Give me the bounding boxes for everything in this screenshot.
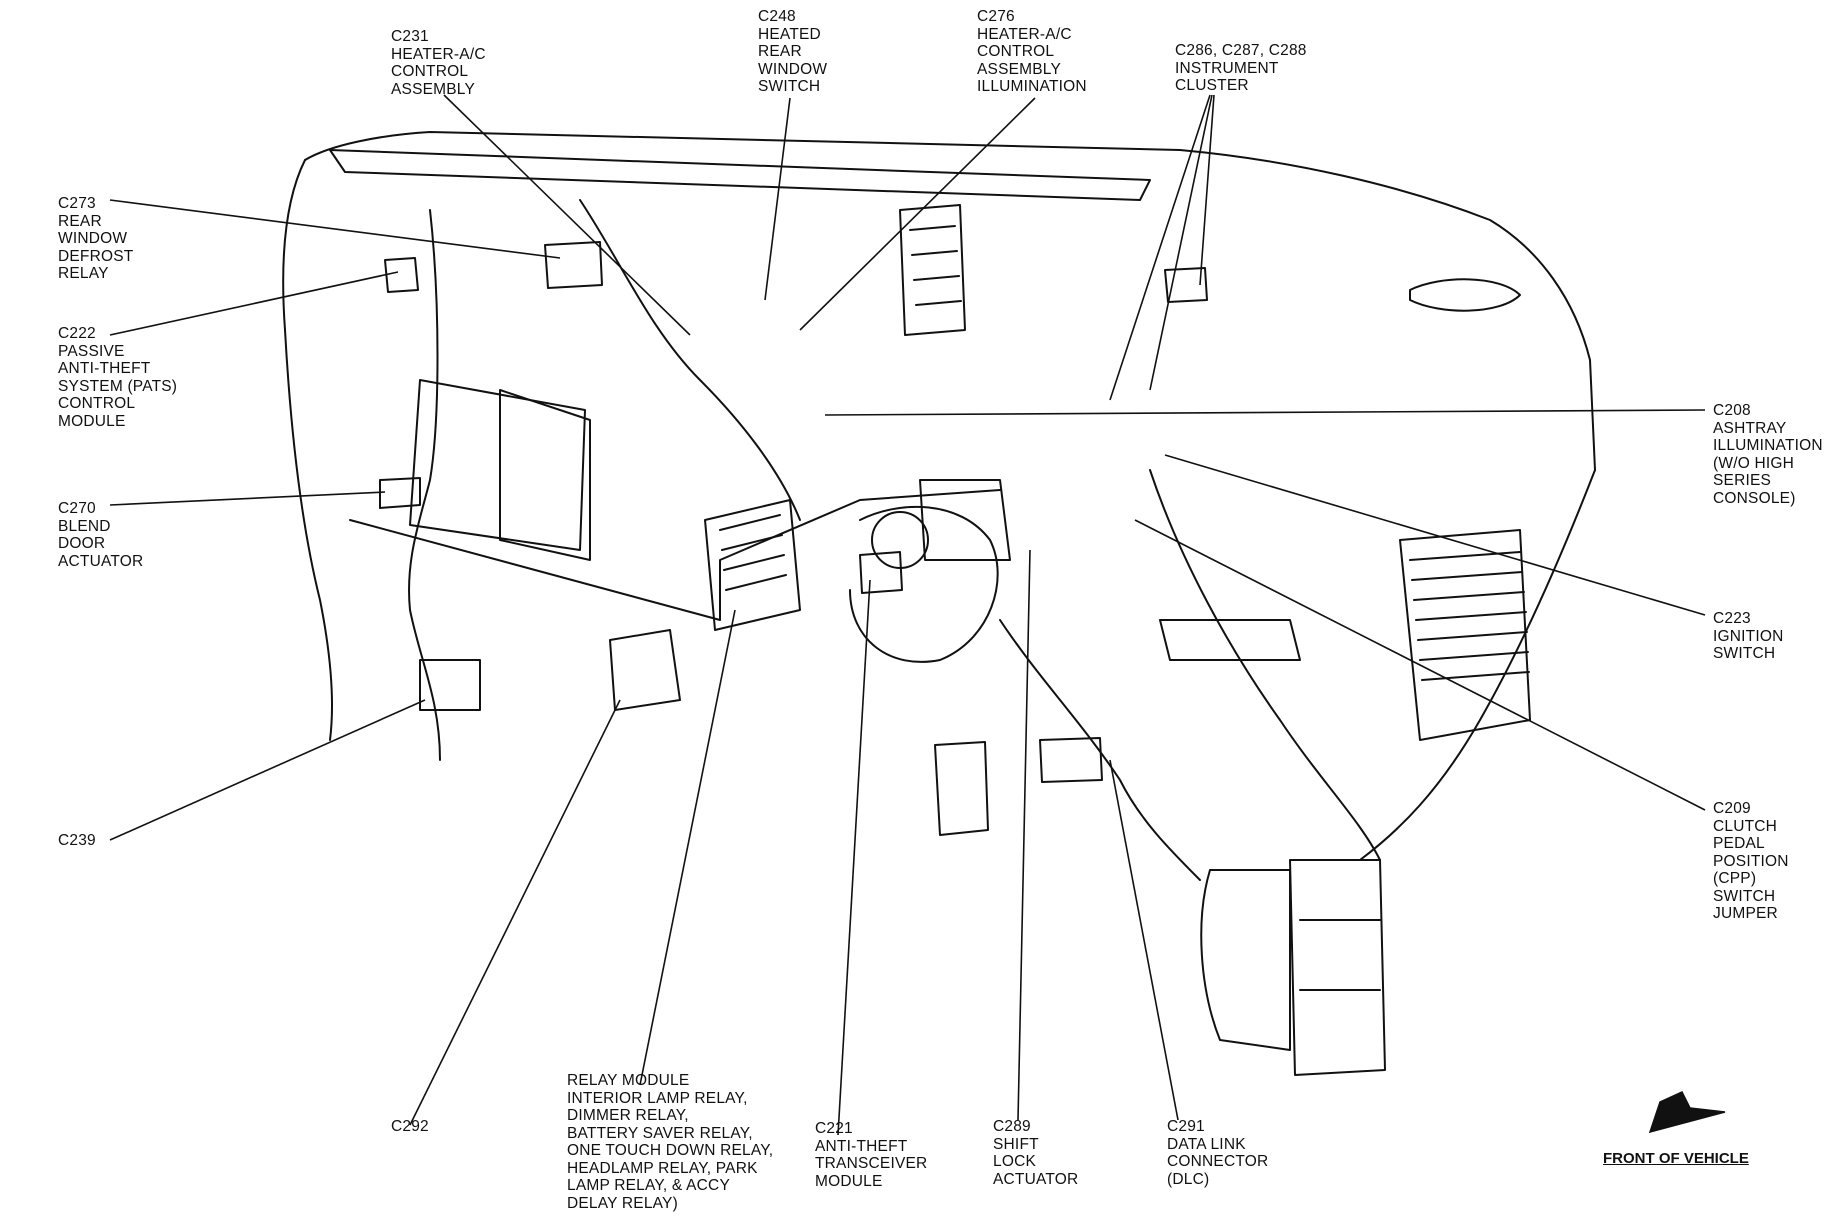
- leader-c273: [109, 199, 561, 259]
- wire-bundle-left: [408, 209, 441, 761]
- callout-c222: C222 PASSIVE ANTI-THEFT SYSTEM (PATS) CO…: [58, 325, 178, 430]
- callout-c273: C273 REAR WINDOW DEFROST RELAY: [58, 195, 134, 282]
- leader-c289: [1017, 549, 1031, 1121]
- leader-c222: [109, 271, 399, 336]
- connector-c286: [1164, 267, 1208, 303]
- leader-c209: [1134, 519, 1706, 811]
- cpp-jumper-block: [1289, 859, 1386, 1076]
- connector-c291: [1039, 737, 1103, 783]
- connector-c292: [609, 629, 681, 711]
- column-shroud: [919, 479, 1011, 561]
- callout-c239: C239: [58, 832, 96, 849]
- leader-relay: [639, 609, 736, 1086]
- dash-knee-panel: [499, 389, 591, 561]
- callout-c292: C292: [391, 1118, 429, 1135]
- module-box-center: [1159, 619, 1301, 661]
- leader-c286-b: [1149, 94, 1213, 391]
- leader-c276: [799, 97, 1036, 331]
- connector-c270: [379, 477, 421, 509]
- leader-c291: [1109, 759, 1179, 1121]
- callout-c291: C291 DATA LINK CONNECTOR (DLC): [1167, 1118, 1269, 1188]
- front-arrow-icon: [1648, 1091, 1726, 1134]
- callout-c289: C289 SHIFT LOCK ACTUATOR: [993, 1118, 1079, 1188]
- dash-lower-panel: [349, 489, 1001, 621]
- leader-c286-c: [1199, 94, 1215, 286]
- callout-c208: C208 ASHTRAY ILLUMINATION (W/O HIGH SERI…: [1713, 402, 1823, 507]
- leader-c239: [109, 699, 426, 841]
- dlc-bracket: [1200, 869, 1291, 1051]
- connector-c289: [934, 741, 989, 836]
- leader-c231: [443, 94, 691, 336]
- callout-c270: C270 BLEND DOOR ACTUATOR: [58, 500, 144, 570]
- callout-c231: C231 HEATER-A/C CONTROL ASSEMBLY: [391, 28, 486, 98]
- dash-left-edge: [282, 159, 333, 741]
- callout-c223: C223 IGNITION SWITCH: [1713, 610, 1784, 662]
- leader-c221: [837, 579, 871, 1136]
- dash-vent-right: [1409, 278, 1521, 312]
- callout-c221: C221 ANTI-THEFT TRANSCEIVER MODULE: [815, 1120, 928, 1190]
- dash-panel-cutout: [409, 379, 586, 551]
- connector-c221: [859, 551, 903, 594]
- console-right: [1399, 529, 1531, 741]
- connector-c273: [544, 241, 603, 289]
- leader-c286-a: [1109, 94, 1211, 401]
- callout-c286: C286, C287, C288 INSTRUMENT CLUSTER: [1175, 42, 1307, 94]
- wire-bundle-center: [579, 199, 801, 521]
- leader-c248: [764, 97, 791, 301]
- front-of-vehicle-label: FRONT OF VEHICLE: [1603, 1150, 1749, 1167]
- leader-c223: [1164, 454, 1706, 616]
- callout-c248: C248 HEATED REAR WINDOW SWITCH: [758, 8, 828, 95]
- dash-top-edge: [304, 131, 1596, 471]
- callout-c209: C209 CLUTCH PEDAL POSITION (CPP) SWITCH …: [1713, 800, 1789, 922]
- wire-bundle-right: [1149, 469, 1381, 861]
- dash-defroster: [329, 149, 1151, 201]
- callout-relay-module: RELAY MODULE INTERIOR LAMP RELAY, DIMMER…: [567, 1072, 774, 1212]
- leader-c292: [409, 699, 621, 1126]
- cluster-connectors: [899, 204, 966, 336]
- connector-c239: [419, 659, 481, 711]
- steering-column: [849, 505, 999, 663]
- connector-c222: [384, 257, 419, 293]
- console-ribs: [1409, 551, 1530, 681]
- dash-right-side: [1359, 469, 1596, 861]
- leader-c208: [824, 409, 1706, 416]
- ignition-cylinder: [871, 511, 929, 569]
- callout-c276: C276 HEATER-A/C CONTROL ASSEMBLY ILLUMIN…: [977, 8, 1087, 95]
- leader-c270: [109, 491, 386, 506]
- relay-module-box: [704, 499, 801, 631]
- wire-bundle-lower: [999, 619, 1201, 881]
